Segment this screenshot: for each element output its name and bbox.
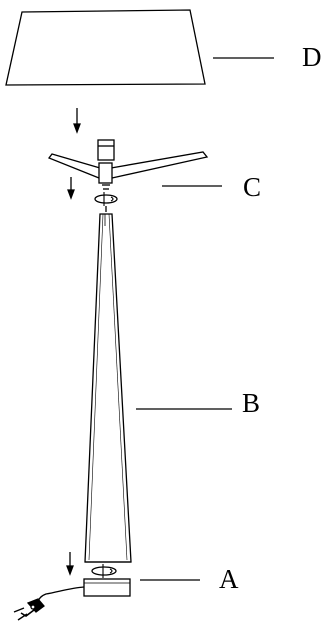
lamp-base — [83, 578, 131, 597]
lamp-shade — [5, 9, 206, 86]
down-arrow-base — [66, 552, 74, 576]
down-arrow-shade — [73, 108, 81, 134]
label-a: A — [219, 564, 239, 594]
base-connector — [91, 564, 117, 578]
down-arrow-bracket — [67, 177, 75, 200]
tapered-pole — [84, 213, 132, 563]
arm-bracket — [47, 139, 209, 212]
power-cord — [13, 586, 85, 621]
label-c: C — [243, 172, 261, 202]
label-d: D — [302, 42, 322, 72]
label-b: B — [242, 388, 260, 418]
